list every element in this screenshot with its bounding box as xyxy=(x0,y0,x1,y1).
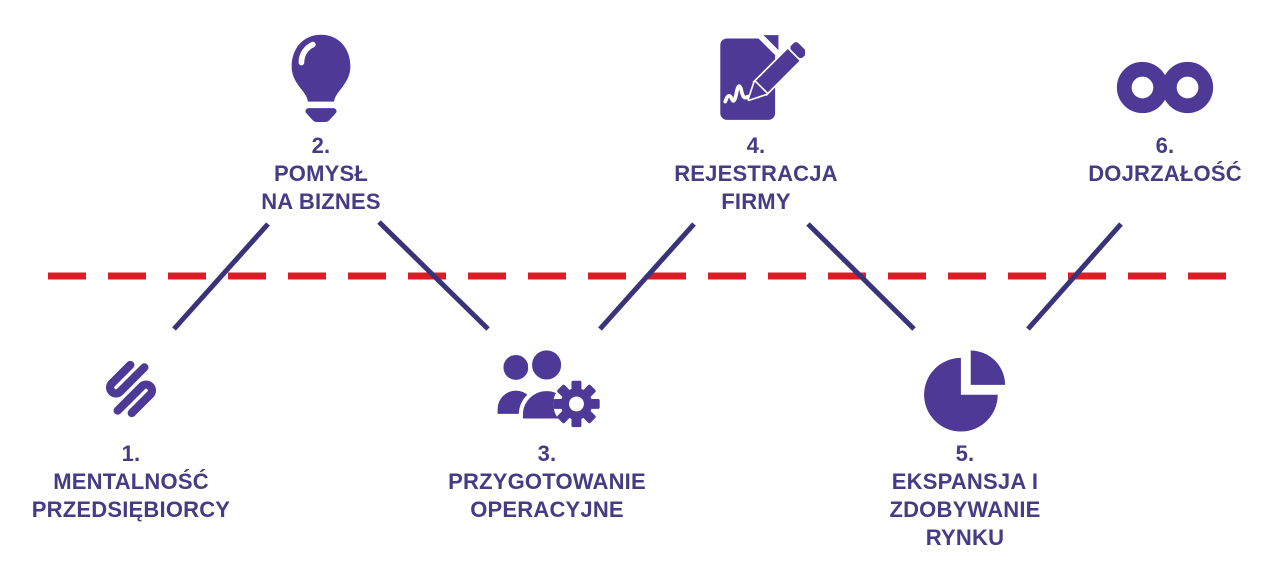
step-label-line: RYNKU xyxy=(925,525,1005,550)
pie-chart-icon xyxy=(924,350,1006,432)
step-5: 5. EKSPANSJA I ZDOBYWANIE RYNKU xyxy=(835,346,1095,552)
step-label-line: PRZYGOTOWANIE xyxy=(448,469,646,494)
step-label-line: FIRMY xyxy=(721,189,791,214)
step-3-icon-area xyxy=(417,346,677,432)
lightbulb-icon xyxy=(291,34,351,123)
step-1-icon-area xyxy=(1,346,261,432)
squiggle-mark-icon xyxy=(106,360,156,418)
step-1: 1. MENTALNOŚĆ PRZEDSIĘBIORCY xyxy=(1,346,261,524)
step-number: 4. xyxy=(746,133,766,158)
step-4: 4. REJESTRACJA FIRMY xyxy=(626,24,886,216)
step-2-icon-area xyxy=(191,24,451,130)
step-number: 2. xyxy=(311,133,331,158)
zigzag-connector-line-3-4 xyxy=(598,222,696,331)
zigzag-connector-line-2-3 xyxy=(377,220,490,331)
step-6: 6. DOJRZAŁOŚĆ xyxy=(1035,24,1280,188)
step-label-line: ZDOBYWANIE xyxy=(889,497,1041,522)
zigzag-connector-line-1-2 xyxy=(172,222,270,331)
step-label-line: NA BIZNES xyxy=(261,189,381,214)
step-4-icon-area xyxy=(626,24,886,130)
step-2: 2. POMYSŁ NA BIZNES xyxy=(191,24,451,216)
step-number: 5. xyxy=(955,441,975,466)
pencil-icon xyxy=(747,40,805,102)
step-number: 6. xyxy=(1155,133,1175,158)
step-6-icon-area xyxy=(1035,24,1280,130)
step-label-line: PRZEDSIĘBIORCY xyxy=(31,497,231,522)
step-3: 3. PRZYGOTOWANIE OPERACYJNE xyxy=(417,346,677,524)
step-label-line: DOJRZAŁOŚĆ xyxy=(1088,161,1242,186)
infinity-icon xyxy=(1116,61,1214,114)
step-label-line: REJESTRACJA xyxy=(674,161,838,186)
zigzag-connector-line-5-6 xyxy=(1026,222,1123,331)
team-gear-icon xyxy=(497,346,600,428)
step-5-icon-area xyxy=(835,346,1095,432)
step-label-line: MENTALNOŚĆ xyxy=(53,469,209,494)
step-label-line: EKSPANSJA I xyxy=(891,469,1039,494)
step-label-line: OPERACYJNE xyxy=(470,497,624,522)
zigzag-connector-line-4-5 xyxy=(806,222,916,331)
step-number: 1. xyxy=(121,441,141,466)
gear-icon xyxy=(553,380,600,428)
step-label-line: POMYSŁ xyxy=(273,161,369,186)
document-pencil-icon xyxy=(720,35,805,120)
step-number: 3. xyxy=(537,441,557,466)
